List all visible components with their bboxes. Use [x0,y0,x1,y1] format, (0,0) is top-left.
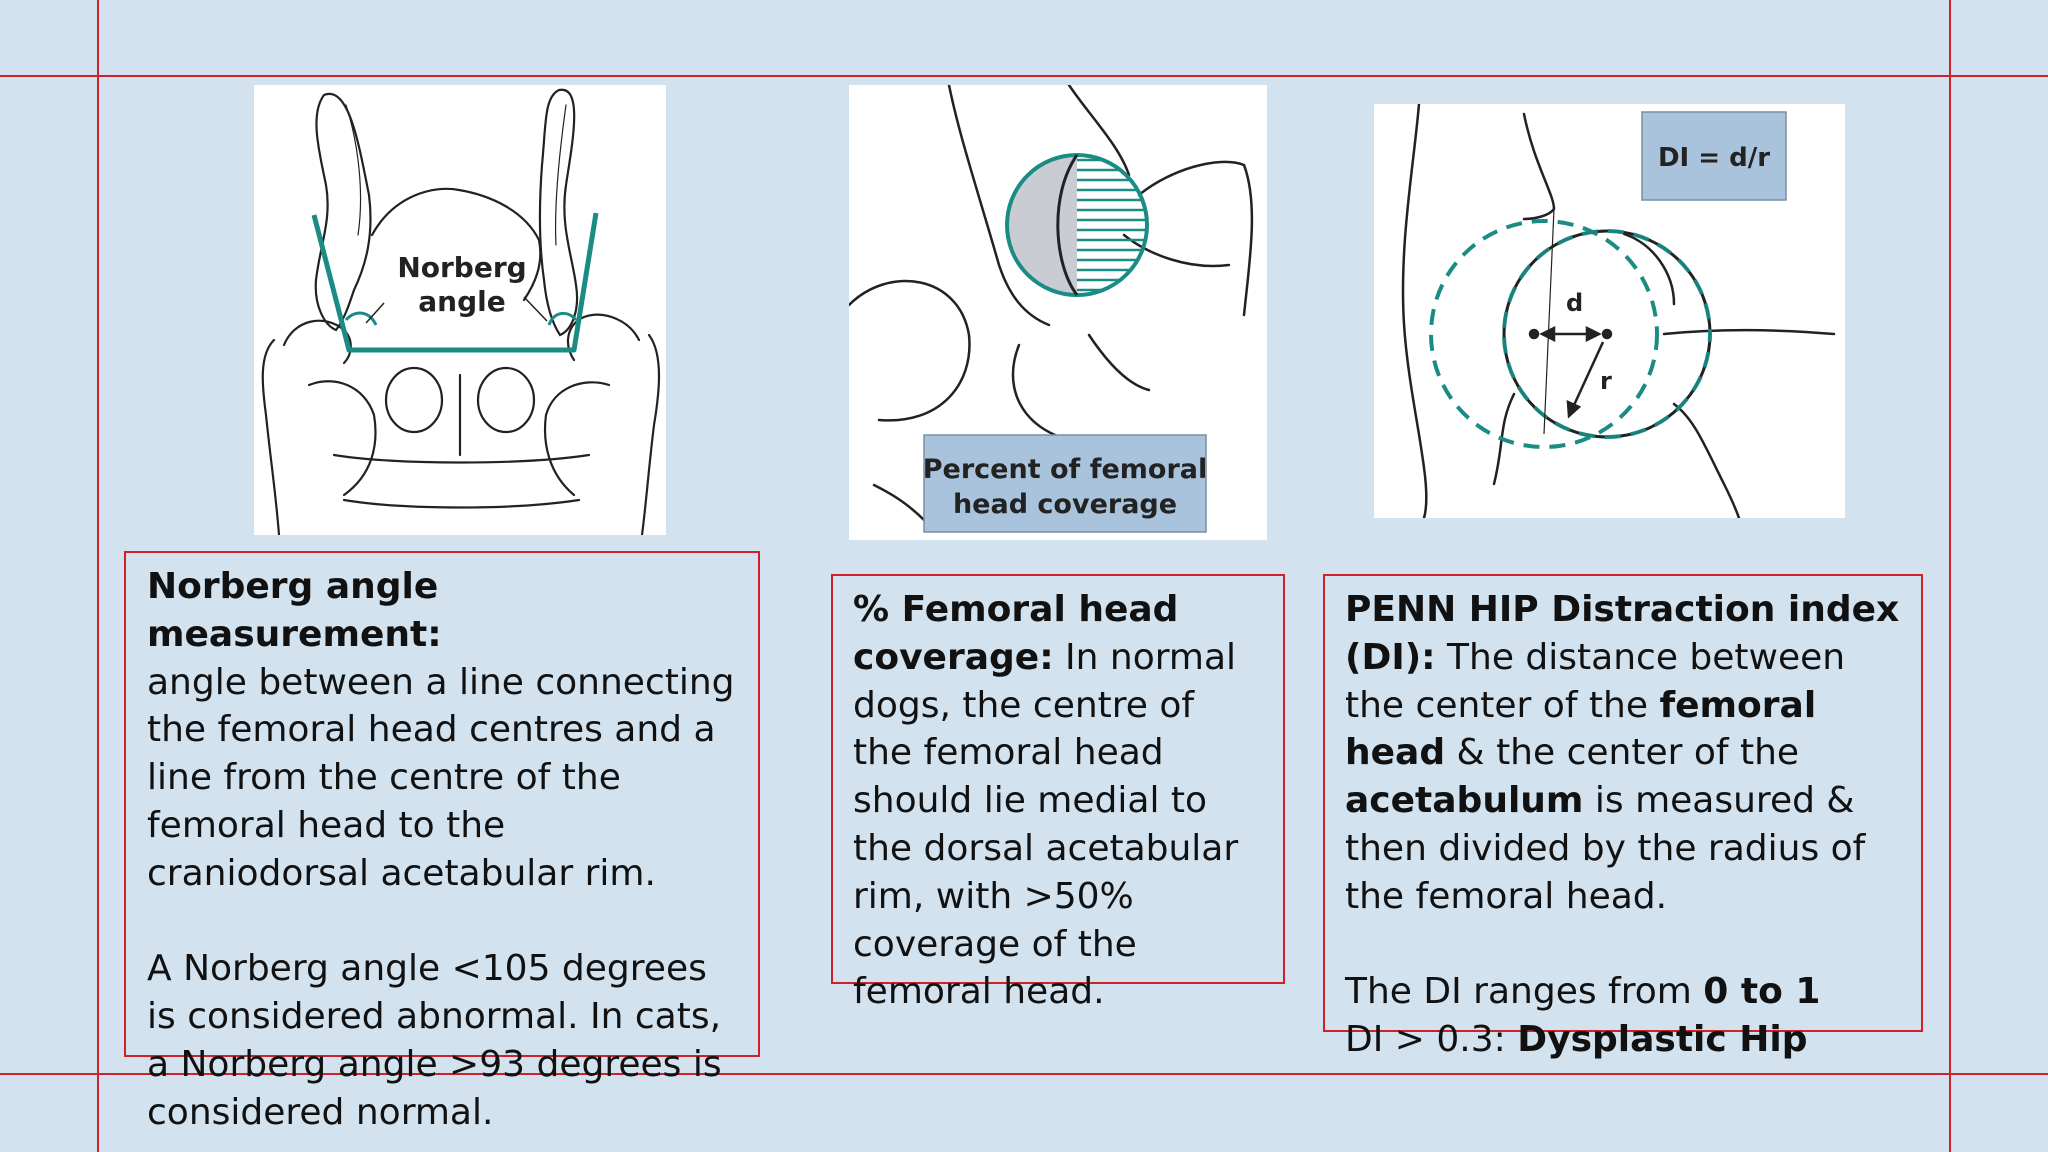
di-heading: PENN HIP Distraction index (DI): [1345,589,1900,678]
acetabular-rim-line [1056,154,1079,296]
coverage-body: In normal dogs, the centre of the femora… [853,636,1239,1013]
distraction-index-figure: d r DI = d/r [1374,104,1845,518]
label-pointer-right [523,296,548,322]
femur-neck-top [1622,232,1676,306]
coverage-label-line1: Percent of femoral [923,454,1208,485]
di-range: The DI ranges from 0 to 1 DI > 0.3: Dyspl… [1345,968,1901,1064]
left-ilium-inner [345,104,362,236]
lower-pelvis [332,453,591,464]
di-bold-acetabulum: acetabulum [1345,780,1584,822]
right-hip-outline [640,333,661,535]
femoral-head-covered [1007,155,1077,295]
coverage-paragraph: % Femoral head coverage: In normal dogs,… [853,586,1263,1016]
guide-line-left [97,0,99,1152]
acetabulum-outline [1522,112,1556,221]
label-pointer-left [365,302,385,324]
acetabulum-center [1528,328,1540,340]
di-threshold-bold: Dysplastic Hip [1517,1019,1808,1061]
norberg-text-box: Norberg angle measurement:angle between … [124,551,760,1133]
d-label: d [1566,289,1583,317]
di-bold-femoral-head: femoral head [1345,684,1817,774]
coverage-heading: % Femoral head coverage: [853,589,1179,678]
norberg-angle-lines [311,212,599,353]
acetabulum-circle [1429,219,1659,449]
femoral-head-dashed [1502,229,1712,439]
di-body-1: The distance between the center of the [1345,636,1846,726]
right-ischium [543,381,611,497]
femur-shaft-top [1662,329,1836,336]
r-label: r [1600,367,1612,395]
guide-line-bottom [0,1073,2048,1075]
pelvis-diagram: Norberg angle [261,88,661,535]
right-angle-arc [547,311,578,326]
r-arrowhead [1566,399,1582,419]
norberg-paragraph: Norberg angle measurement:angle between … [147,563,738,898]
formula-text: DI = d/r [1658,143,1770,173]
pelvis-upper-curve [1067,85,1131,177]
left-ilium-outline [314,92,372,332]
femur-shaft-bottom [1672,402,1741,518]
formula-box [1641,111,1787,201]
right-obturator-foramen [476,366,536,434]
left-lobe [849,279,971,422]
di-body-2: & the center of the [1445,732,1800,774]
coverage-text-box: % Femoral head coverage: In normal dogs,… [831,574,1285,1012]
di-range-bold: 0 to 1 [1703,971,1821,1013]
lower-left-curve [872,483,926,522]
coverage-diagram: Percent of femoral head coverage [849,85,1254,533]
right-femoral-head [566,313,641,362]
femoral-head-center [1601,328,1613,340]
norberg-label-line2: angle [418,285,505,318]
di-body-3: is measured & then divided by the radius… [1345,780,1866,917]
right-ilium-outline [538,88,579,337]
spacer [147,898,738,946]
femoral-coverage-figure: Percent of femoral head coverage [849,85,1267,540]
pelvis-left-edge [1401,104,1428,518]
acetabulum-axis [1543,208,1555,435]
left-angle-arc [344,311,378,326]
di-range-text: The DI ranges from [1345,971,1704,1013]
d-arrowhead-right [1585,325,1602,343]
norberg-label-line1: Norberg [397,251,526,284]
left-hip-outline [261,338,281,535]
acetabulum-curve [947,85,1051,327]
guide-line-top [0,75,2048,77]
pelvis-right-curve [1137,160,1254,317]
norberg-body: angle between a line connecting the femo… [147,661,735,894]
guide-line-right [1949,0,1951,1152]
femur-neck [1011,343,1111,447]
right-ilium-inner [554,104,567,246]
left-obturator-foramen [384,366,444,434]
lower-pelvis-2 [342,498,581,509]
femoral-head-uncovered [1077,155,1147,295]
femur-head-outer [1492,392,1516,486]
left-ischium [307,380,377,497]
di-threshold-text: DI > 0.3: [1345,1019,1518,1061]
spacer [1345,921,1901,969]
coverage-label-line2: head coverage [953,489,1177,520]
femur-neck-2 [1087,333,1151,392]
coverage-label-box [923,434,1207,533]
di-text-box: PENN HIP Distraction index (DI): The dis… [1323,574,1923,1060]
norberg-note: A Norberg angle <105 degrees is consider… [147,948,722,1133]
norberg-angle-figure: Norberg angle [254,85,666,535]
norberg-heading: Norberg angle measurement: [147,566,442,655]
di-paragraph: PENN HIP Distraction index (DI): The dis… [1345,586,1901,921]
sacrum-outline [370,187,542,302]
di-diagram: d r DI = d/r [1401,104,1836,518]
